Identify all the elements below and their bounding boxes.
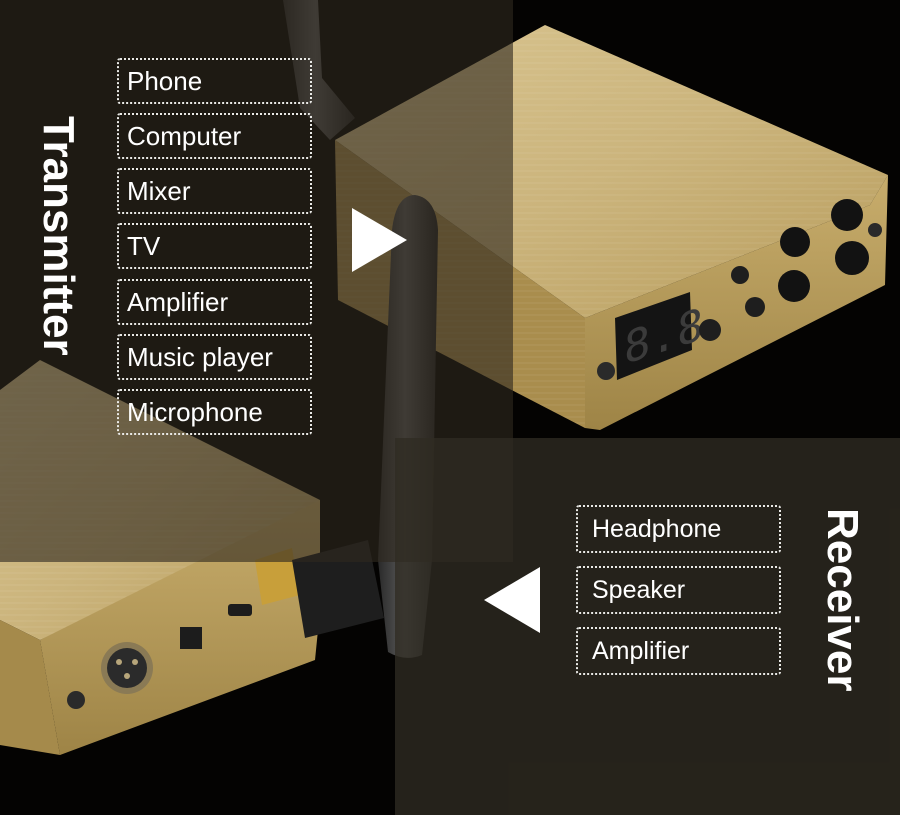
output-label-headphone: Headphone xyxy=(576,505,781,553)
jack-icon xyxy=(699,319,721,341)
source-label-computer: Computer xyxy=(117,113,312,159)
knob-icon xyxy=(780,227,810,257)
screw-icon xyxy=(868,223,882,237)
antenna-connector-icon xyxy=(255,548,300,605)
triangle-right-icon xyxy=(352,208,407,272)
output-label-speaker: Speaker xyxy=(576,566,781,614)
transmitter-title: Transmitter xyxy=(34,116,83,356)
output-label-amplifier: Amplifier xyxy=(576,627,781,675)
knob-icon xyxy=(831,199,863,231)
screw-icon xyxy=(67,691,85,709)
usb-port-icon xyxy=(228,604,252,616)
switch-icon xyxy=(180,627,202,649)
triangle-left-icon xyxy=(484,567,540,633)
knob-icon xyxy=(835,241,869,275)
jack-icon xyxy=(745,297,765,317)
receiver-side xyxy=(0,620,60,755)
source-label-phone: Phone xyxy=(117,58,312,104)
source-label-microphone: Microphone xyxy=(117,389,312,435)
source-label-tv: TV xyxy=(117,223,312,269)
receiver-overlay-panel xyxy=(395,438,900,815)
transmitter-front-face xyxy=(585,175,888,430)
jack-icon xyxy=(731,266,749,284)
knob-icon xyxy=(778,270,810,302)
receiver-title: Receiver xyxy=(818,508,867,692)
source-label-amplifier: Amplifier xyxy=(117,279,312,325)
screw-icon xyxy=(597,362,615,380)
source-label-mixer: Mixer xyxy=(117,168,312,214)
source-label-music-player: Music player xyxy=(117,334,312,380)
